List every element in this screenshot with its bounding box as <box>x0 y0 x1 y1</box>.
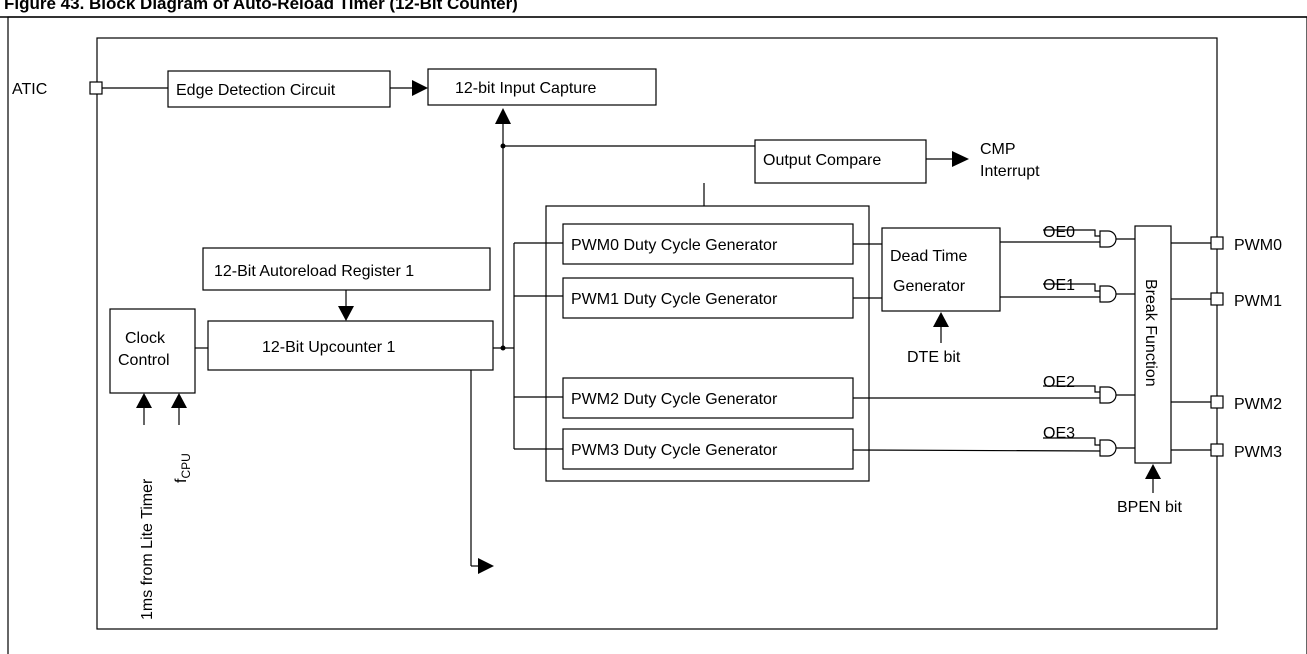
pwm0-output-label: PWM0 <box>1234 237 1282 254</box>
output-compare-label: Output Compare <box>763 152 881 169</box>
autoreload-register-block <box>202 247 491 291</box>
clock-control-block <box>109 308 196 394</box>
junction-bus-counter <box>500 345 506 351</box>
edge-detection-block <box>167 70 391 108</box>
dead-time-label: Dead Time <box>890 248 967 265</box>
dead-time-generator-block <box>881 227 1001 312</box>
and-gate-2 <box>1099 386 1117 404</box>
dte-label: DTE bit <box>907 349 961 366</box>
upcounter-label: 12-Bit Upcounter 1 <box>262 339 396 356</box>
pwm2-generator-label: PWM2 Duty Cycle Generator <box>571 391 778 408</box>
cmp-label: CMP <box>980 141 1016 158</box>
edge-detection-label: Edge Detection Circuit <box>176 82 336 99</box>
figure-frame <box>7 16 1307 654</box>
output-compare-block <box>754 139 927 184</box>
pwm0-pin <box>1210 236 1224 250</box>
oe3-label: OE3 <box>1043 425 1075 442</box>
wire-oe0 <box>1043 229 1100 237</box>
pwm3-generator-label: PWM3 Duty Cycle Generator <box>571 442 778 459</box>
arrow-fcpu <box>171 393 187 408</box>
atic-pin <box>89 81 103 95</box>
oe0-label: OE0 <box>1043 224 1075 241</box>
pwm1-pin <box>1210 292 1224 306</box>
break-function-label: Break Function <box>1142 279 1159 387</box>
timer-boundary <box>96 37 1218 630</box>
and-gate-3 <box>1099 439 1117 457</box>
arrow-edge-capture <box>412 80 428 96</box>
control-label: Control <box>118 352 170 369</box>
atic-label: ATIC <box>12 81 47 98</box>
wire-oe2 <box>1043 385 1100 393</box>
pwm2-generator-block <box>562 377 854 419</box>
and-gate-0 <box>1099 230 1117 248</box>
pwm1-generator-block <box>562 277 854 319</box>
arrow-lite-timer <box>136 393 152 408</box>
autoreload-register-label: 12-Bit Autoreload Register 1 <box>214 263 414 280</box>
upcounter-block <box>207 320 494 371</box>
and-gate-1 <box>1099 285 1117 303</box>
pwm3-output-label: PWM3 <box>1234 444 1282 461</box>
arrow-bpen <box>1145 464 1161 479</box>
input-capture-block <box>427 68 657 106</box>
pwm0-generator-block <box>562 223 854 265</box>
fcpu-label: fCPU <box>173 453 193 483</box>
arrow-dte <box>933 312 949 327</box>
pwm3-generator-block <box>562 428 854 470</box>
generator-label: Generator <box>893 278 966 295</box>
oe1-label: OE1 <box>1043 277 1075 294</box>
pwm2-pin <box>1210 395 1224 409</box>
arrow-cmp <box>952 151 969 167</box>
wire-oe1 <box>1043 283 1100 292</box>
lite-timer-label: 1ms from Lite Timer <box>139 478 156 620</box>
arrow-autoreload-counter <box>338 306 354 321</box>
pwm0-generator-label: PWM0 Duty Cycle Generator <box>571 237 778 254</box>
figure-title: Figure 43. Block Diagram of Auto-Reload … <box>4 0 518 13</box>
wire-pwm3-gate <box>852 449 1101 452</box>
pwm1-generator-label: PWM1 Duty Cycle Generator <box>571 291 778 308</box>
arrow-ovf <box>478 558 494 574</box>
arrow-bus-capture <box>495 108 511 124</box>
break-function-block <box>1134 225 1172 464</box>
pwm2-output-label: PWM2 <box>1234 396 1282 413</box>
clock-label: Clock <box>125 330 166 347</box>
wire-oe3 <box>1043 437 1100 446</box>
pwm1-output-label: PWM1 <box>1234 293 1282 310</box>
oe2-label: OE2 <box>1043 374 1075 391</box>
input-capture-label: 12-bit Input Capture <box>455 80 597 97</box>
bpen-label: BPEN bit <box>1117 499 1182 516</box>
cmp-interrupt-label: Interrupt <box>980 163 1040 180</box>
pwm3-pin <box>1210 443 1224 457</box>
